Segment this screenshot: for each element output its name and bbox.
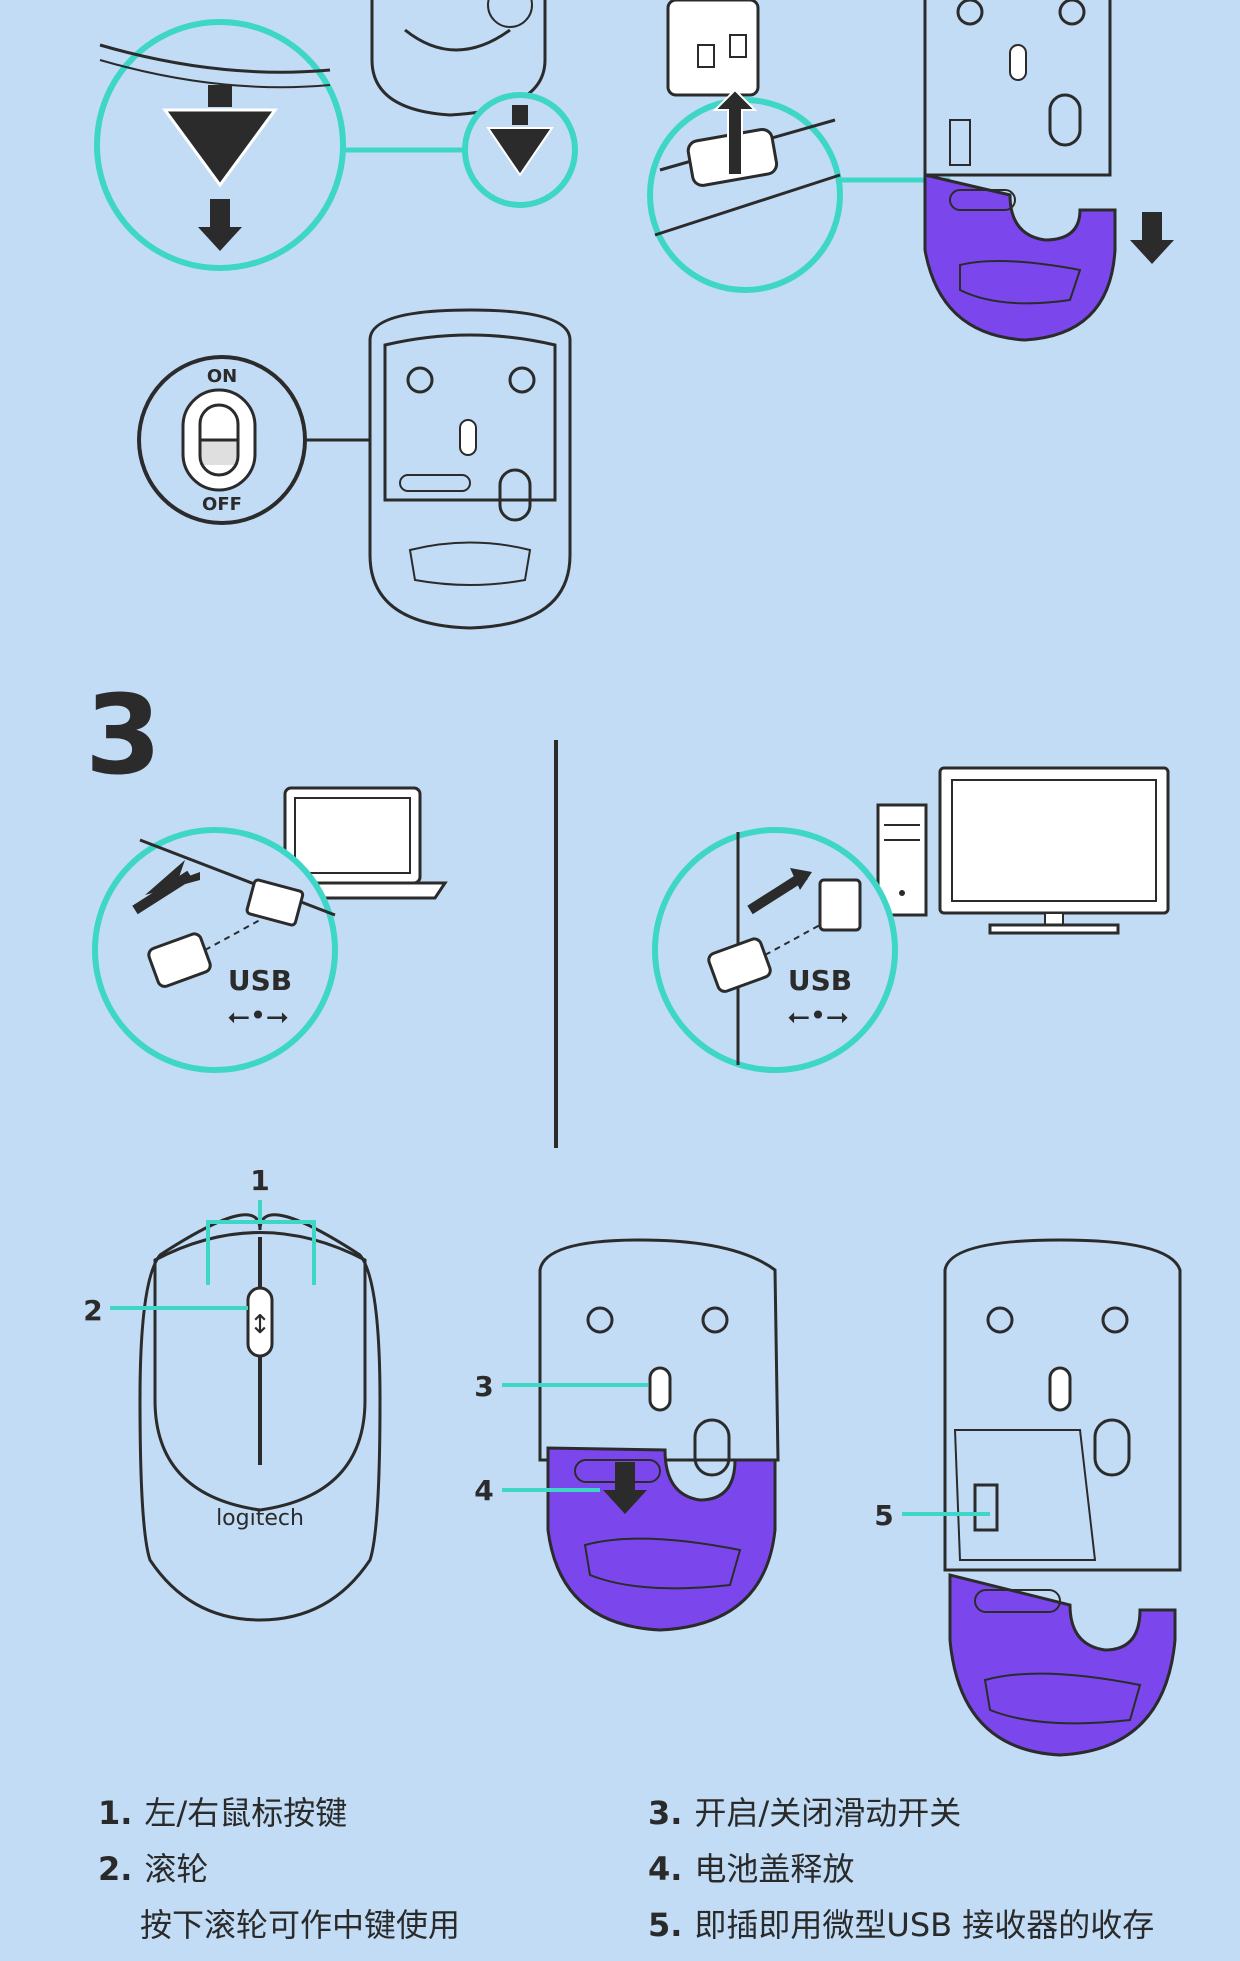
receiver-top-drawing [666, 0, 760, 97]
legend-num: 4. [648, 1850, 683, 1888]
legend-item: 3. 开启/关闭滑动开关 [648, 1793, 1154, 1849]
legend-text: 滚轮 [144, 1850, 209, 1888]
legend-item: 5. 即插即用微型USB 接收器的收存 [648, 1905, 1154, 1961]
legend-item: 4. 电池盖释放 [648, 1849, 1154, 1905]
legend-text: 左/右鼠标按键 [144, 1794, 348, 1832]
legend-item: 2. 滚轮 [98, 1849, 460, 1905]
manual-page: ON OFF 3 USB ⭠•⭢ [83, 0, 1182, 1944]
mouse-bottom-partial-top [370, 0, 547, 117]
legend-text: 即插即用微型USB 接收器的收存 [694, 1906, 1155, 1944]
legend-item: 1. 左/右鼠标按键 [98, 1793, 460, 1849]
mouse-bottom-with-cover [502, 1238, 780, 1632]
legend-num: 2. [98, 1850, 133, 1888]
scroll-arrow-icon: ↕ [249, 1310, 271, 1340]
usb-label-right: USB [788, 964, 852, 997]
laptop-usb-zoom-circle: USB ⭠•⭢ [92, 827, 338, 1073]
on-label: ON [207, 366, 237, 387]
off-label: OFF [202, 494, 242, 515]
callout-5: 5 [874, 1499, 893, 1532]
legend-text: 开启/关闭滑动开关 [694, 1794, 962, 1832]
usb-symbol-icon: ⭠•⭢ [227, 999, 288, 1032]
illustration-canvas: ON OFF 3 USB ⭠•⭢ [83, 0, 1182, 1757]
brand-logo: logitech [216, 1506, 304, 1531]
usb-symbol-icon: ⭠•⭢ [787, 999, 848, 1032]
usb-label-left: USB [228, 964, 292, 997]
legend-left: 1. 左/右鼠标按键 2. 滚轮 按下滚轮可作中键使用 [98, 1793, 460, 1945]
battery-door-zoom-circle [94, 19, 346, 271]
callout-3: 3 [474, 1370, 493, 1403]
legend-right: 3. 开启/关闭滑动开关 4. 电池盖释放 5. 即插即用微型USB 接收器的收存 [648, 1793, 1154, 1961]
legend-text: 电池盖释放 [694, 1850, 855, 1888]
callout-1: 1 [250, 1164, 269, 1197]
on-off-zoom-circle: ON OFF [137, 355, 307, 525]
step-number: 3 [85, 671, 162, 799]
mouse-bottom-open-top [923, 0, 1174, 342]
legend-num: 3. [648, 1794, 683, 1832]
mouse-bottom-view-2 [368, 308, 572, 630]
legend-num: 5. [648, 1906, 683, 1944]
receiver-zoom-circle [647, 88, 843, 293]
callout-4: 4 [474, 1474, 493, 1507]
legend-num: 1. [98, 1794, 133, 1832]
callout-2: 2 [83, 1294, 102, 1327]
arrow-zoom-small-circle [462, 92, 578, 208]
legend-subtext: 按下滚轮可作中键使用 [140, 1906, 461, 1944]
desktop-usb-zoom-circle: USB ⭠•⭢ [652, 827, 898, 1073]
mouse-top-view: ↕ logitech [110, 1200, 382, 1622]
mouse-bottom-open [902, 1238, 1182, 1757]
desktop-pc-illustration [876, 766, 1170, 935]
